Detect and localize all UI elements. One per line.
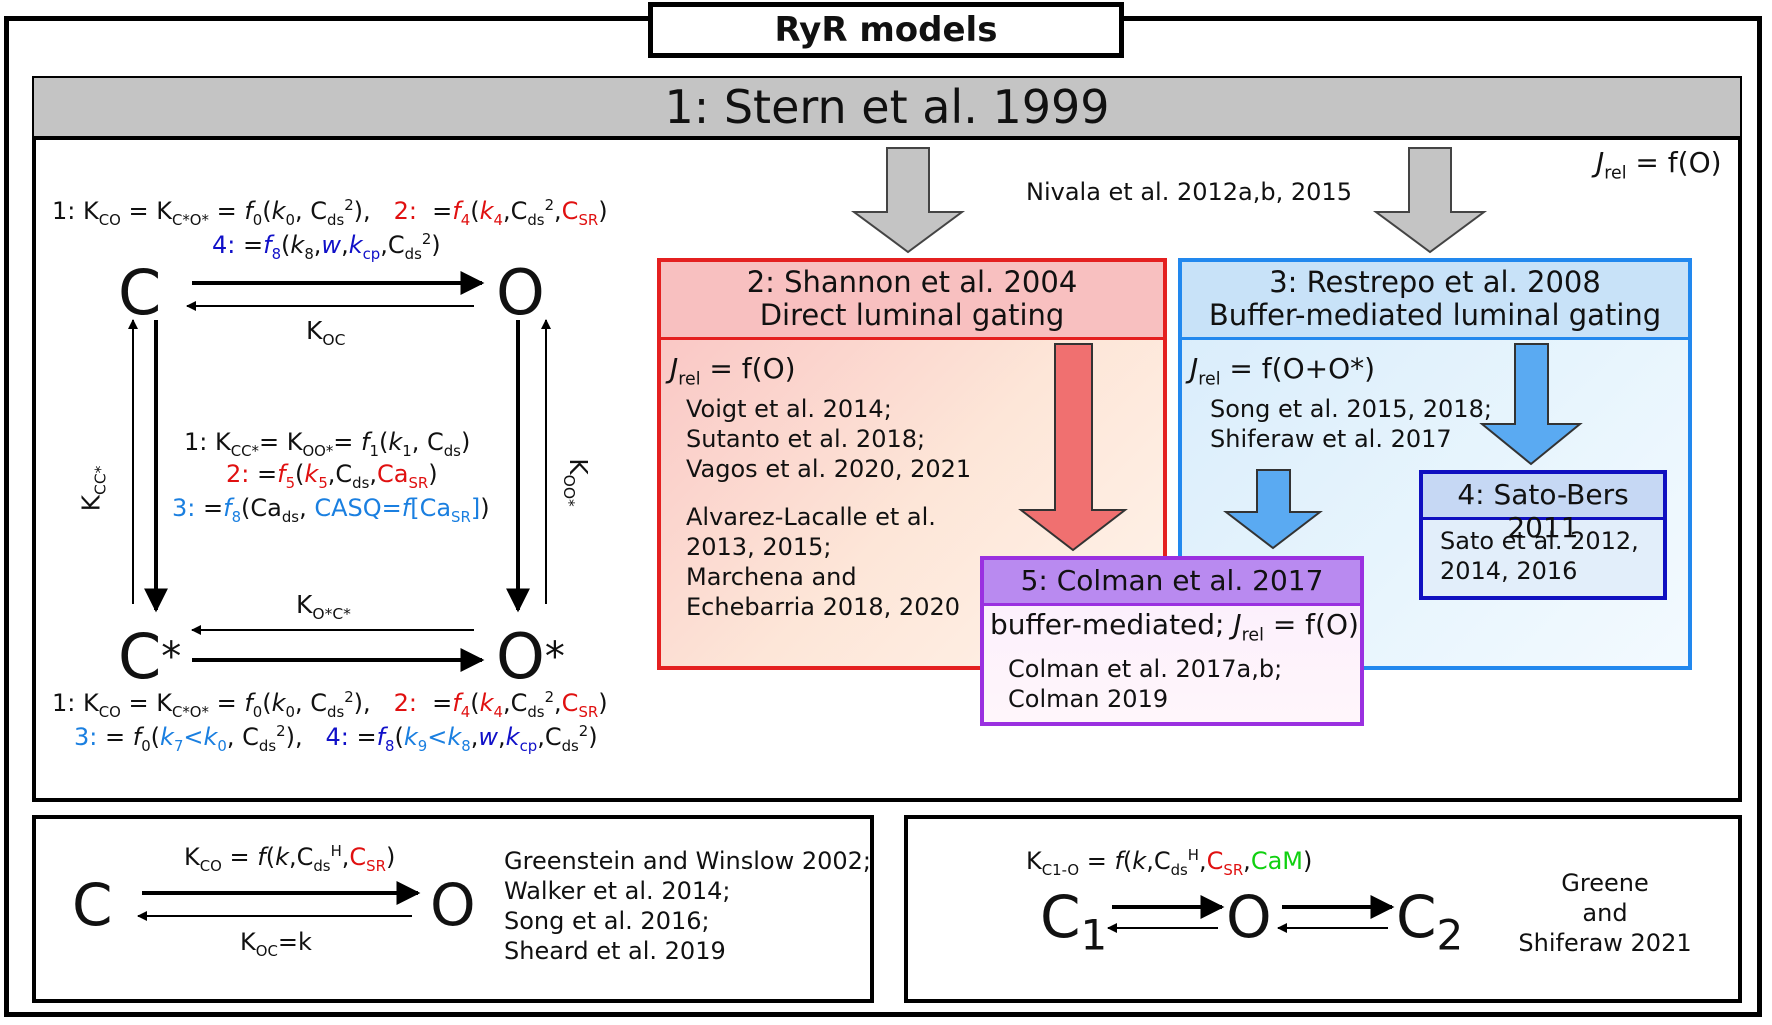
k-oc-label: KOC [306, 316, 346, 349]
rate-expr-top: 1: KCO = KC*O* = f0(k0, Cds2), 2: =f4(k4… [52, 196, 608, 229]
sato-refs: Sato et al. 2012, 2014, 2016 [1440, 526, 1639, 586]
list-item: Echebarria 2018, 2020 [686, 593, 961, 621]
bl-refs: Greenstein and Winslow 2002; Walker et a… [504, 846, 871, 966]
rate-expr-mid-1: 1: KCC*= KOO*= f1(k1, Cds) [184, 428, 471, 460]
br-state-o: O [1226, 883, 1272, 951]
list-item: Sutanto et al. 2018; [686, 425, 926, 453]
list-item: and [1582, 899, 1628, 927]
page-title: RyR models [648, 2, 1124, 58]
list-item: Greene [1561, 869, 1649, 897]
br-refs: Greene and Shiferaw 2021 [1510, 868, 1700, 958]
br-state-c1: C1 [1040, 883, 1108, 960]
restrepo-jrel: Jrel = f(O+O*) [1190, 352, 1376, 390]
k-ocstar-label: KO*C* [296, 590, 351, 623]
list-item: Song et al. 2016; [504, 907, 710, 935]
rate-expr-mid-2: 2: =f5(k5,Cds,CaSR) [226, 460, 438, 492]
list-item: Vagos et al. 2020, 2021 [686, 455, 972, 483]
blue-down-arrow-icon [1479, 343, 1583, 466]
shannon-jrel: Jrel = f(O) [670, 352, 796, 390]
state-ostar: O* [496, 620, 565, 693]
stern-title: 1: Stern et al. 1999 [664, 80, 1110, 134]
rate-expr-mid-3: 3: =f8(Cads, CASQ=f[CaSR]) [172, 494, 490, 526]
rate-expr-bottom-2: 3: = f0(k7<k0, Cds2), 4: =f8(k9<k8,w,kcp… [74, 722, 598, 755]
list-item: Sato et al. 2012, [1440, 527, 1639, 555]
list-item: Colman et al. 2017a,b; [1008, 655, 1283, 683]
stern-jrel: Jrel = f(O) [1596, 146, 1722, 184]
stern-header: 1: Stern et al. 1999 [34, 78, 1740, 140]
list-item: Colman 2019 [1008, 685, 1169, 713]
bl-rate-expr: KCO = f(k,CdsH,CSR) [184, 842, 396, 875]
restrepo-header: 3: Restrepo et al. 2008 Buffer-mediated … [1182, 262, 1688, 340]
colman-title: 5: Colman et al. 2017 [1020, 564, 1324, 597]
br-state-c2: C2 [1396, 883, 1464, 960]
colman-refs: Colman et al. 2017a,b; Colman 2019 [1008, 654, 1282, 714]
colman-header: 5: Colman et al. 2017 [984, 560, 1360, 606]
colman-subtitle: buffer-mediated; Jrel = f(O) [990, 608, 1359, 646]
nivala-ref: Nivala et al. 2012a,b, 2015 [1026, 178, 1352, 206]
list-item: Shiferaw 2021 [1518, 929, 1692, 957]
page-title-text: RyR models [774, 10, 998, 50]
rate-expr-top-4: 4: =f8(k8,w,kcp,Cds2) [212, 230, 441, 263]
state-cstar: C* [118, 620, 182, 693]
list-item: Shiferaw et al. 2017 [1210, 425, 1452, 453]
state-o: O [496, 256, 545, 329]
shannon-subtitle: Direct luminal gating [759, 298, 1065, 332]
list-item: Sheard et al. 2019 [504, 937, 726, 965]
rate-expr-bottom-1: 1: KCO = KC*O* = f0(k0, Cds2), 2: =f4(k4… [52, 688, 608, 721]
colman-box: 5: Colman et al. 2017 [980, 556, 1364, 726]
list-item: Alvarez-Lacalle et al. [686, 503, 936, 531]
list-item: Voigt et al. 2014; [686, 395, 892, 423]
sato-box: 4: Sato-Bers 2011 [1419, 470, 1667, 600]
list-item: Walker et al. 2014; [504, 877, 731, 905]
list-item: Greenstein and Winslow 2002; [504, 847, 872, 875]
list-item: 2013, 2015; [686, 533, 832, 561]
k-cc-label: KCC* [76, 465, 110, 512]
red-down-arrow-icon [1018, 343, 1128, 552]
list-item: Song et al. 2015, 2018; [1210, 395, 1492, 423]
shannon-header: 2: Shannon et al. 2004 Direct luminal ga… [661, 262, 1163, 340]
shannon-refs-2: Alvarez-Lacalle et al. 2013, 2015; March… [686, 502, 960, 622]
list-item: 2014, 2016 [1440, 557, 1578, 585]
shannon-refs-1: Voigt et al. 2014; Sutanto et al. 2018; … [686, 394, 971, 484]
shannon-title: 2: Shannon et al. 2004 [746, 265, 1078, 299]
bl-k-oc-label: KOC=k [240, 928, 312, 960]
gray-down-arrow-icon [1372, 147, 1488, 254]
bl-state-c: C [72, 871, 113, 939]
sato-header: 4: Sato-Bers 2011 [1423, 474, 1663, 544]
list-item: Marchena and [686, 563, 857, 591]
bottom-right-panel [904, 815, 1742, 1003]
gray-down-arrow-icon [850, 147, 966, 254]
sato-title: 4: Sato-Bers 2011 [1457, 478, 1629, 544]
restrepo-title: 3: Restrepo et al. 2008 [1269, 265, 1601, 299]
restrepo-refs: Song et al. 2015, 2018; Shiferaw et al. … [1210, 394, 1492, 454]
bottom-left-panel [32, 815, 874, 1003]
restrepo-subtitle: Buffer-mediated luminal gating [1208, 298, 1662, 332]
state-c: C [118, 256, 162, 329]
br-rate-expr: KC1-O = f(k,CdsH,CSR,CaM) [1026, 846, 1313, 879]
bl-state-o: O [430, 871, 476, 939]
k-oo-label: KOO* [559, 458, 593, 507]
blue-down-arrow-icon [1223, 469, 1323, 550]
